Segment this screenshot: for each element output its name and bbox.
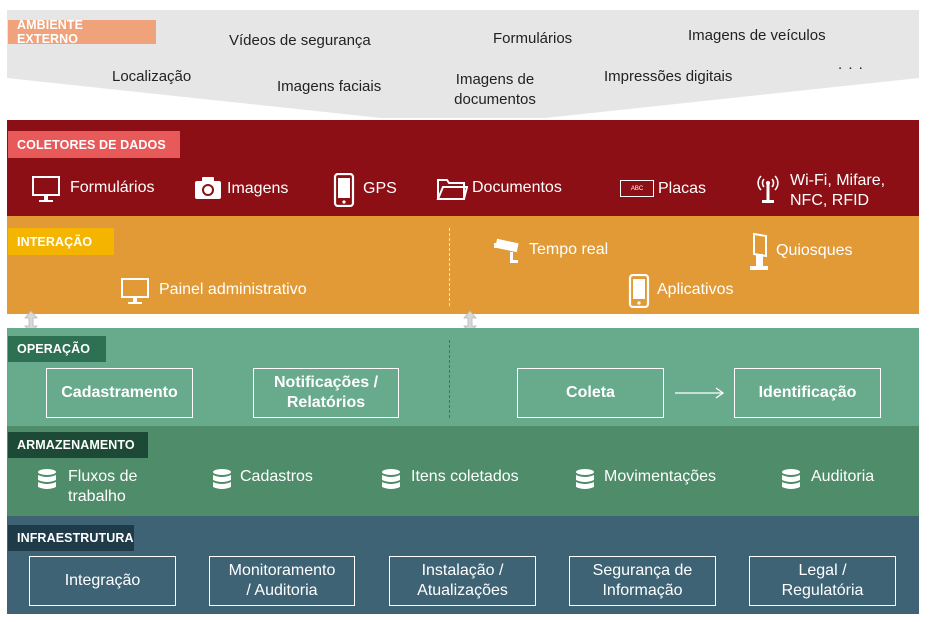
coletor-documentos-label: Documentos — [472, 179, 562, 196]
infraestrutura-tag: INFRAESTRUTURA — [8, 525, 134, 551]
coleta-box: Coleta — [517, 368, 664, 418]
coletor-formularios-label: Formulários — [70, 179, 155, 196]
monitoramento-line1: Monitoramento — [228, 562, 336, 579]
ambiente-externo-background — [7, 10, 919, 118]
coletor-wifi-label: Wi-Fi, Mifare, NFC, RFID — [790, 171, 885, 211]
coletor-gps-label: GPS — [363, 180, 397, 197]
coletor-wifi-line2: NFC, RFID — [790, 192, 870, 209]
operacao-divider — [449, 340, 450, 418]
coletor-placas-label: Placas — [658, 180, 707, 197]
instalacao-line2: Atualizações — [417, 582, 508, 599]
armazenamento-fluxos-line1: Fluxos de — [68, 468, 138, 485]
ext-item-documentos-line1: Imagens de — [455, 71, 535, 88]
ext-item-documentos-line2: documentos — [454, 91, 536, 108]
interacao-section — [7, 216, 919, 314]
interacao-tempo-real-label: Tempo real — [529, 241, 609, 258]
ext-item-localizacao: Localização — [112, 68, 192, 85]
armazenamento-fluxos-line2: trabalho — [68, 488, 126, 505]
monitor-icon — [121, 278, 149, 304]
interacao-divider — [449, 228, 450, 306]
armazenamento-fluxos-label: Fluxos de trabalho — [68, 467, 137, 507]
cadastramento-box: Cadastramento — [46, 368, 193, 418]
smartphone-icon — [628, 274, 650, 308]
armazenamento-movimentacoes-label: Movimentações — [604, 468, 717, 485]
armazenamento-tag: ARMAZENAMENTO — [8, 432, 148, 458]
integracao-box: Integração — [29, 556, 176, 606]
folder-icon — [436, 179, 468, 200]
operacao-section — [7, 328, 919, 426]
coletores-tag: COLETORES DE DADOS — [8, 131, 180, 158]
kiosk-icon — [750, 232, 768, 270]
operacao-tag: OPERAÇÃO — [8, 336, 106, 362]
smartphone-icon — [333, 173, 355, 207]
ambiente-externo-tag: AMBIENTE EXTERNO — [8, 18, 156, 46]
seguranca-line1: Segurança de — [592, 562, 693, 579]
infraestrutura-section — [7, 516, 919, 614]
interacao-painel-label: Painel administrativo — [159, 281, 307, 298]
security-camera-icon — [494, 238, 519, 263]
ext-item-veiculos: Imagens de veículos — [688, 27, 826, 44]
notificacoes-line1: Notificações / — [273, 374, 379, 391]
armazenamento-cadastros-label: Cadastros — [240, 468, 313, 485]
ext-item-documentos: Imagens de documentos — [445, 70, 545, 110]
interacao-quiosques-label: Quiosques — [776, 242, 853, 259]
seguranca-line2: Informação — [602, 582, 683, 599]
monitor-icon — [32, 176, 60, 202]
armazenamento-auditoria-label: Auditoria — [811, 468, 875, 485]
camera-icon — [195, 177, 221, 199]
identificacao-box: Identificação — [734, 368, 881, 418]
legal-box: Legal / Regulatória — [749, 556, 896, 606]
database-icon — [782, 469, 800, 489]
arrow-right-icon — [675, 387, 725, 399]
seguranca-box: Segurança de Informação — [569, 556, 716, 606]
notificacoes-line2: Relatórios — [286, 394, 366, 411]
ext-item-faciais: Imagens faciais — [277, 78, 382, 95]
coletor-wifi-line1: Wi-Fi, Mifare, — [790, 172, 886, 189]
ext-item-digitais: Impressões digitais — [604, 68, 733, 85]
ext-item-more: . . . — [838, 56, 864, 73]
instalacao-box: Instalação / Atualizações — [389, 556, 536, 606]
monitoramento-line2: / Auditoria — [246, 582, 318, 599]
database-icon — [382, 469, 400, 489]
instalacao-line1: Instalação / — [421, 562, 504, 579]
monitoramento-box: Monitoramento / Auditoria — [209, 556, 355, 606]
ext-item-videos: Vídeos de segurança — [229, 32, 371, 49]
notificacoes-box: Notificações / Relatórios — [253, 368, 399, 418]
antenna-icon — [757, 175, 779, 203]
database-icon — [213, 469, 231, 489]
coletor-imagens-label: Imagens — [227, 180, 289, 197]
license-plate-icon: ABC — [620, 180, 654, 197]
armazenamento-itens-label: Itens coletados — [411, 468, 519, 485]
legal-line1: Legal / — [798, 562, 847, 579]
interacao-aplicativos-label: Aplicativos — [657, 281, 734, 298]
interacao-tag: INTERAÇÃO — [8, 228, 114, 255]
database-icon — [38, 469, 56, 489]
armazenamento-section — [7, 426, 919, 516]
database-icon — [576, 469, 594, 489]
legal-line2: Regulatória — [781, 582, 864, 599]
ext-item-formularios: Formulários — [493, 30, 573, 47]
